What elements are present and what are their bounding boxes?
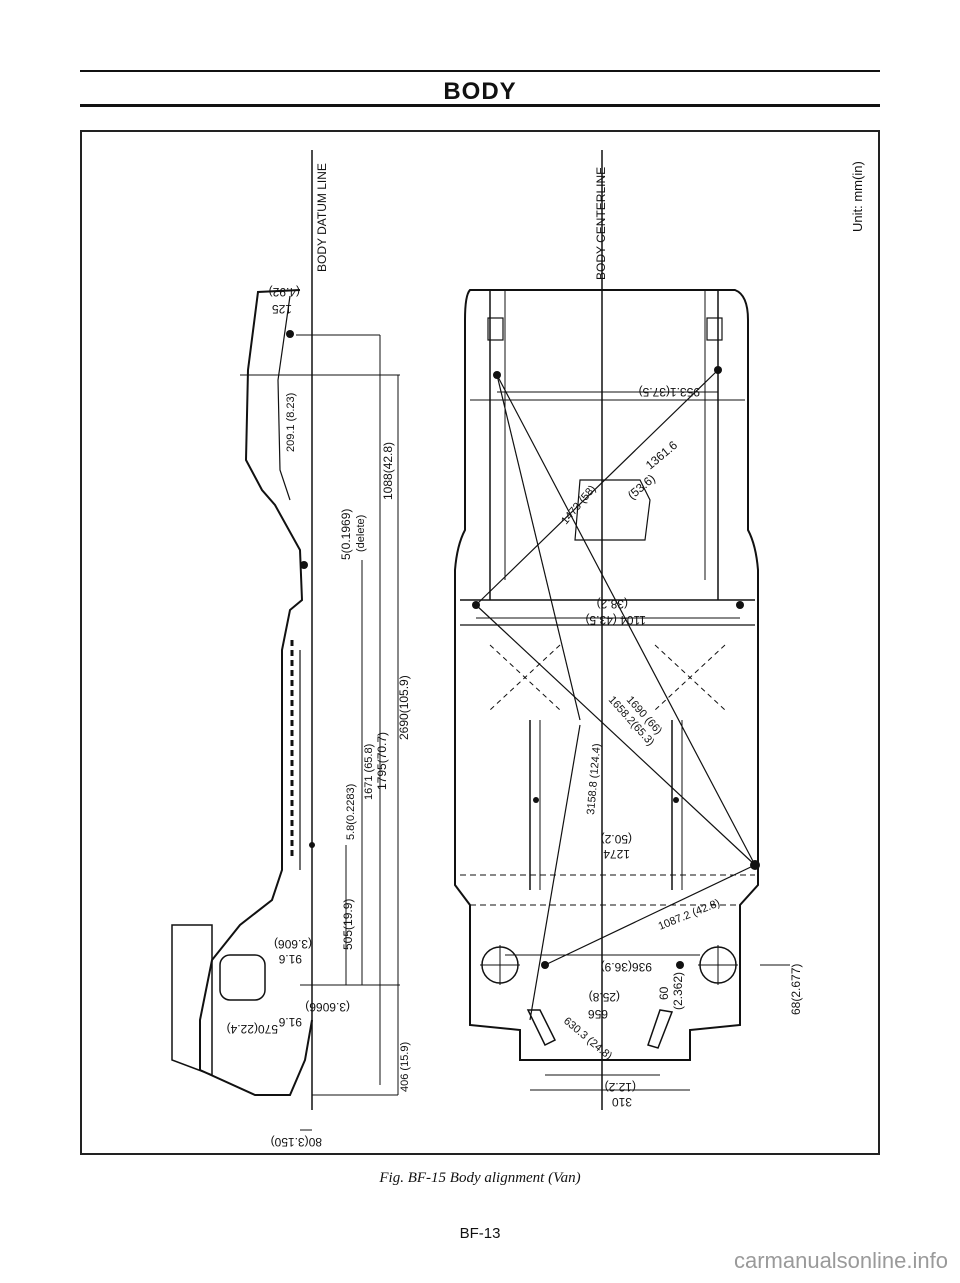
dim-209: 209.1 (8.23) <box>285 393 297 452</box>
dim-1361-in: (53.6) <box>625 471 658 502</box>
figure-caption: Fig. BF-15 Body alignment (Van) <box>379 1170 581 1186</box>
header-rule-top <box>80 70 880 72</box>
dim-1671: 1671 (65.8) <box>363 744 375 800</box>
dim-406: 406 (15.9) <box>399 1042 411 1092</box>
dim-91-6-a: 91.6 <box>278 952 302 966</box>
dim-125: 125 <box>272 302 292 316</box>
dim-1088: 1088(42.8) <box>381 442 395 500</box>
dim-delete-note: (delete) <box>355 515 367 552</box>
side-view-points <box>286 330 315 848</box>
dim-1795: 1795(70.7) <box>375 732 389 790</box>
dim-1274: 1274 <box>603 847 630 861</box>
dim-80: 80(3.150) <box>271 1135 322 1149</box>
page-header-title: BODY <box>443 78 517 105</box>
dim-5-8: 5.8(0.2283) <box>345 784 357 840</box>
dim-310-in: (12.2) <box>605 1080 636 1094</box>
body-centerline-label: BODY CENTERLINE <box>594 167 608 280</box>
dim-91-6-b-in: (3.6066) <box>305 1000 350 1014</box>
dim-570: 570(22.4) <box>227 1022 278 1036</box>
header-rule-bottom <box>80 104 880 107</box>
dim-2690: 2690(105.9) <box>397 675 411 740</box>
top-view-points <box>472 366 760 969</box>
watermark: carmanualsonline.info <box>733 1248 948 1273</box>
dim-656-in: (25.8) <box>589 990 620 1004</box>
dim-1087: 1087.2 (42.8) <box>657 897 722 933</box>
dim-60: 60 <box>657 986 671 1000</box>
dim-68: 68(2.677) <box>789 964 803 1015</box>
side-view-drawing <box>171 150 400 1131</box>
dim-310: 310 <box>612 1095 632 1109</box>
dim-60-in: (2.362) <box>671 972 685 1010</box>
dim-1104-in: (38.2) <box>597 597 628 611</box>
top-view-drawing <box>454 150 790 1110</box>
page-number: BF-13 <box>459 1225 501 1242</box>
dim-5: 5(0.1969) <box>339 509 353 560</box>
unit-label: Unit: mm(in) <box>850 161 865 232</box>
dim-936: 936(36.9) <box>601 960 652 974</box>
figure-frame <box>80 130 880 1155</box>
dim-1274-in: (50.2) <box>601 832 632 846</box>
dim-1361: 1361.6 <box>643 438 680 473</box>
dim-656: 656 <box>588 1007 608 1021</box>
dim-630: 630.3 (24.8) <box>561 1015 614 1062</box>
dim-953: 953.1(37.5) <box>639 385 700 399</box>
body-datum-line-label: BODY DATUM LINE <box>315 163 329 272</box>
dim-1104: 1104 (43.5) <box>586 613 647 627</box>
dim-3158: 3158.8 (124.4) <box>585 743 603 815</box>
dim-91-6-b: 91.6 <box>278 1015 302 1029</box>
dim-91-6-a-in: (3.606) <box>274 937 312 951</box>
dim-505: 505(19.9) <box>341 899 355 950</box>
dim-125-in: (4.92) <box>269 285 300 299</box>
